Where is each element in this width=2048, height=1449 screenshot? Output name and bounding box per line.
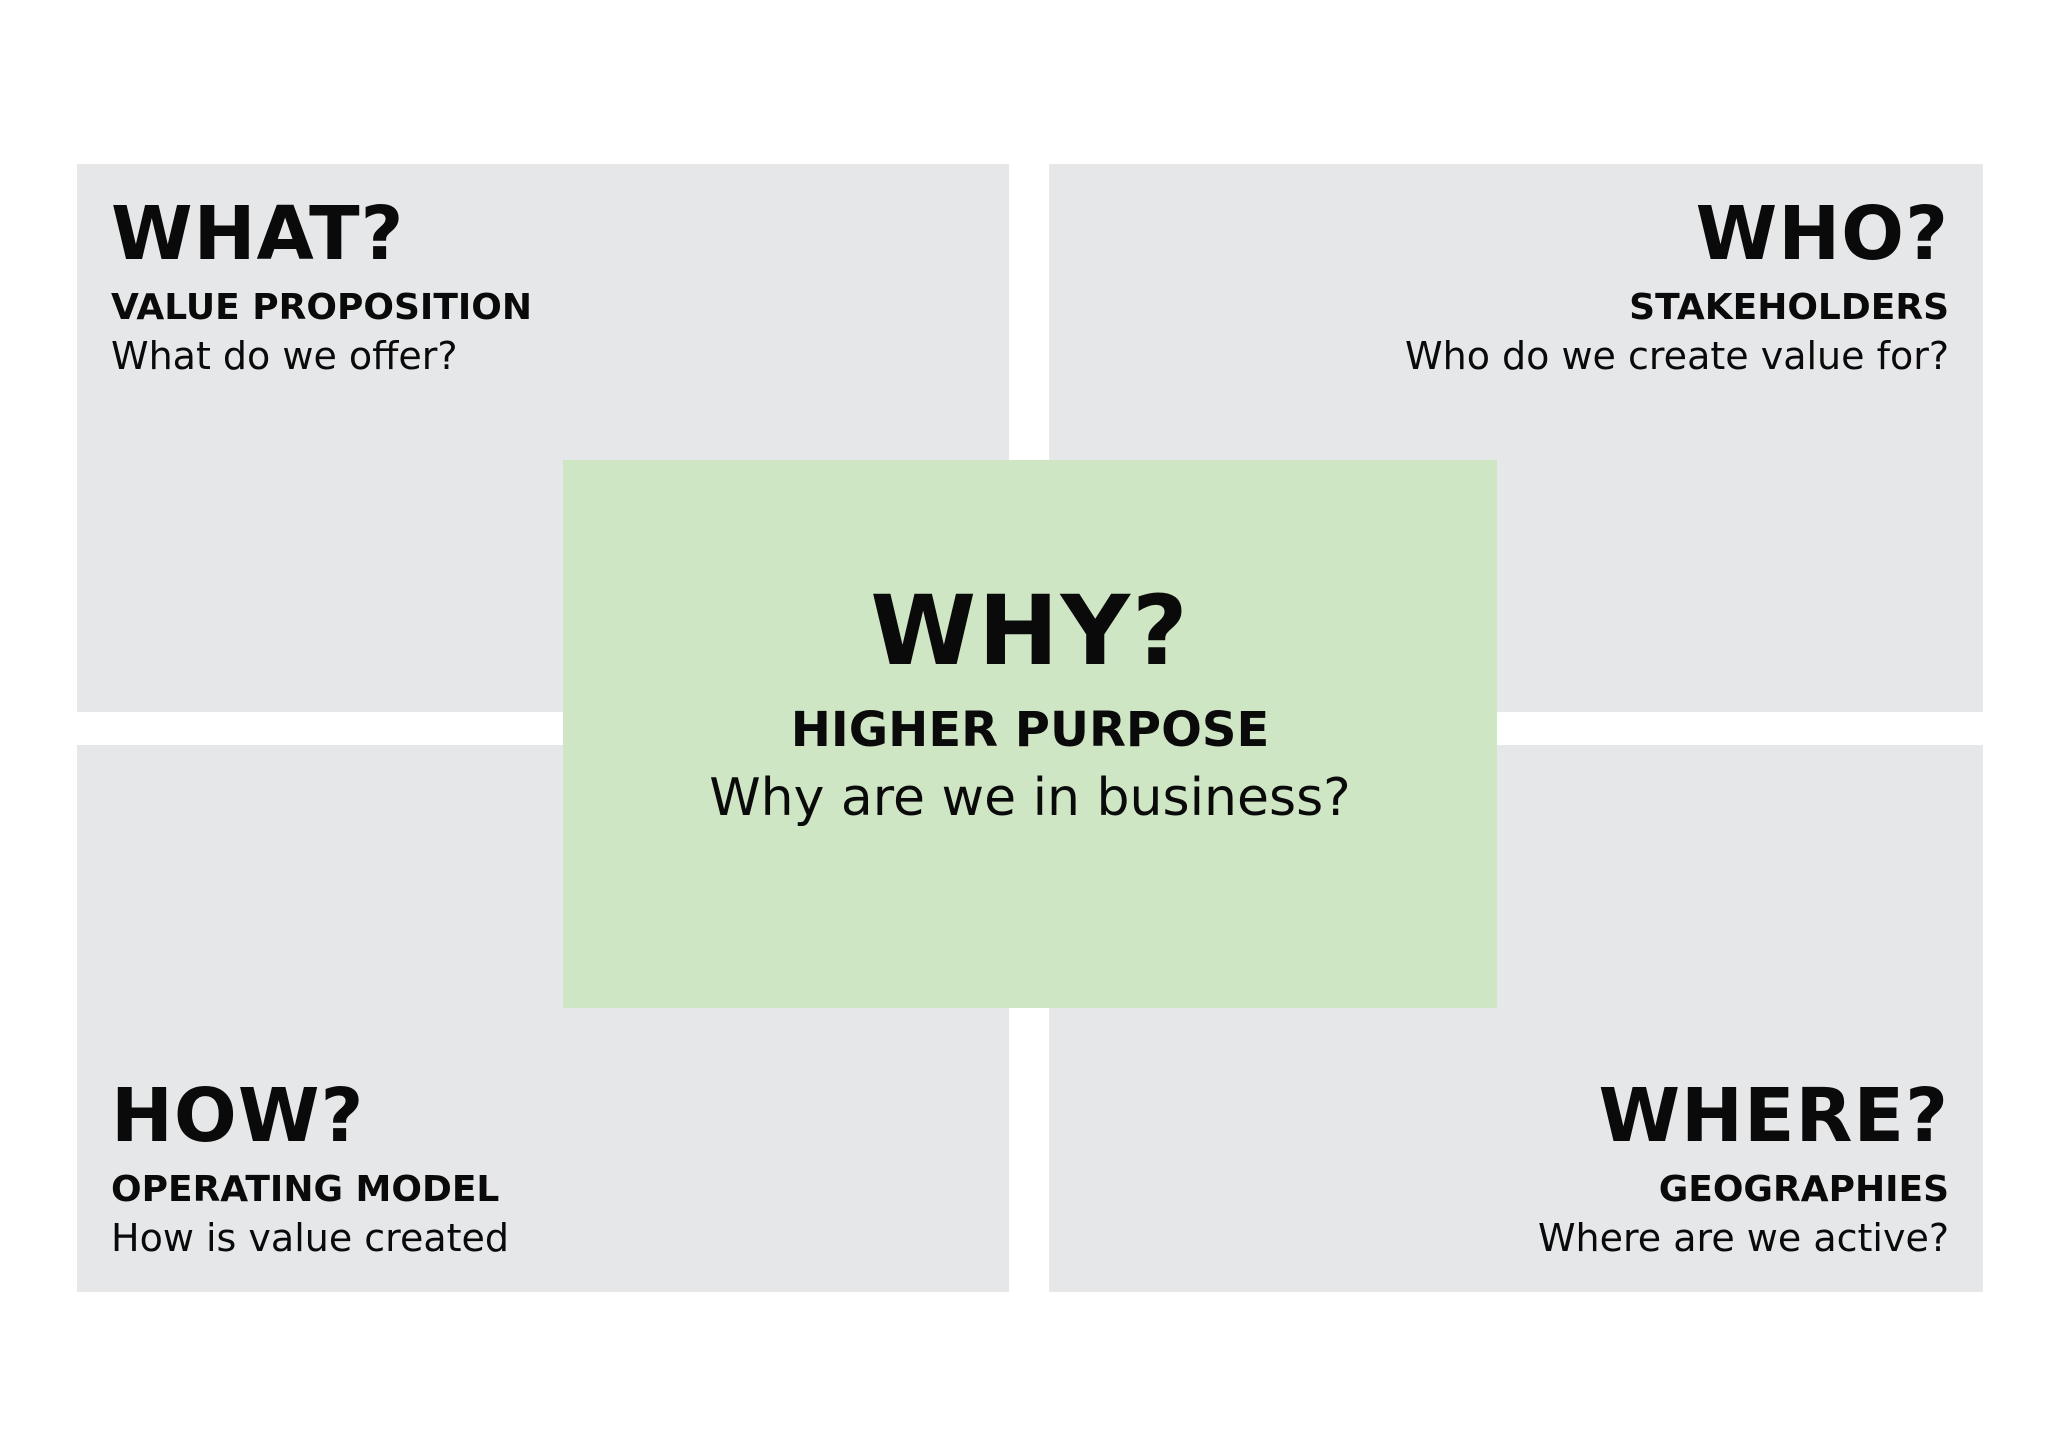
what-title: WHAT? xyxy=(111,191,405,277)
why-text-block: WHY? HIGHER PURPOSE Why are we in busine… xyxy=(563,576,1497,836)
why-center-box: WHY? HIGHER PURPOSE Why are we in busine… xyxy=(563,460,1497,1008)
why-title: WHY? xyxy=(870,575,1190,687)
who-title: WHO? xyxy=(1695,191,1949,277)
what-text-block: WHAT? VALUE PROPOSITION What do we offer… xyxy=(111,192,532,382)
what-question: What do we offer? xyxy=(111,334,458,378)
where-question: Where are we active? xyxy=(1537,1216,1949,1260)
who-subtitle: STAKEHOLDERS xyxy=(1629,287,1949,328)
what-subtitle: VALUE PROPOSITION xyxy=(111,287,532,328)
how-text-block: HOW? OPERATING MODEL How is value create… xyxy=(111,1074,509,1264)
where-title: WHERE? xyxy=(1598,1073,1949,1159)
where-subtitle: GEOGRAPHIES xyxy=(1658,1169,1949,1210)
who-question: Who do we create value for? xyxy=(1405,334,1949,378)
what-quadrant: WHAT? VALUE PROPOSITION What do we offer… xyxy=(77,164,1009,712)
how-title: HOW? xyxy=(111,1073,365,1159)
where-quadrant: WHERE? GEOGRAPHIES Where are we active? xyxy=(1049,745,1983,1292)
why-question: Why are we in business? xyxy=(709,768,1351,828)
where-text-block: WHERE? GEOGRAPHIES Where are we active? xyxy=(1538,1074,1949,1264)
how-question: How is value created xyxy=(111,1216,510,1260)
how-subtitle: OPERATING MODEL xyxy=(111,1169,500,1210)
why-subtitle: HIGHER PURPOSE xyxy=(790,702,1270,758)
who-text-block: WHO? STAKEHOLDERS Who do we create value… xyxy=(1405,192,1949,382)
